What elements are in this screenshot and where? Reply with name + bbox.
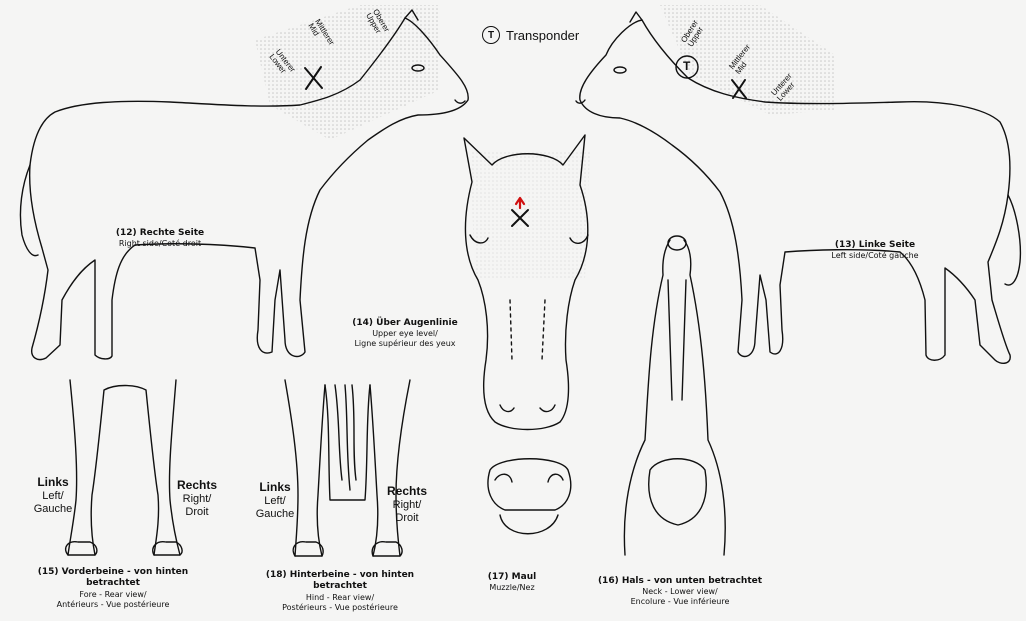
label-right-side: (12) Rechte Seite Right side/Coté droit [95,228,225,249]
head-shading-front [470,150,590,280]
neck-lower-view-outline [624,236,725,555]
label-upper-eye-level: (14) Über Augenlinie Upper eye level/ Li… [340,318,470,349]
hindlegs-rear-view-outline [285,380,410,556]
label-muzzle: (17) Maul Muzzle/Nez [472,572,552,593]
label-forelegs: (15) Vorderbeine - von hinten betrachtet… [28,567,198,610]
transponder-legend-label: Transponder [506,28,579,43]
label-left-side: (13) Linke Seite Left side/Coté gauche [810,240,940,261]
muzzle-outline [488,459,571,534]
label-hindlegs: (18) Hinterbeine - von hinten betrachtet… [260,570,420,613]
transponder-legend: T Transponder [482,26,579,44]
transponder-symbol: T [482,26,500,44]
label-neck-lower-view: (16) Hals - von unten betrachtet Neck - … [590,576,770,607]
transponder-mark-letter: T [683,60,690,73]
forelegs-rear-view-outline [66,380,182,555]
